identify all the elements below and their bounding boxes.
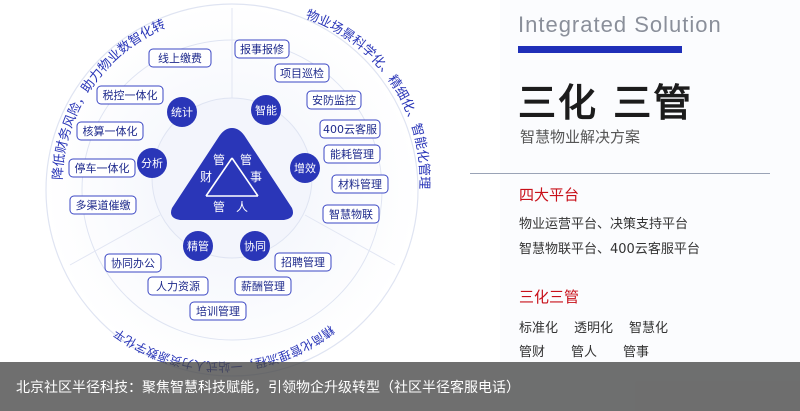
node-circle: 智能 bbox=[251, 95, 281, 125]
section-heading-three: 三化三管 bbox=[519, 288, 580, 306]
title-main: 三化 三管 bbox=[518, 81, 694, 125]
three-item: 标准化 bbox=[519, 321, 559, 336]
center-word-1: 管 bbox=[213, 152, 225, 167]
feature-label: 材料管理 bbox=[338, 177, 382, 191]
feature-label: 智慧物联 bbox=[329, 207, 373, 221]
node-label: 精管 bbox=[187, 239, 209, 253]
three-item: 透明化 bbox=[574, 321, 614, 336]
three-item: 管财 bbox=[519, 345, 546, 360]
solution-diagram: 降低财务风险，助力物业数智化转型 物业场景科学化、精细化、智能化管理 精简化管理… bbox=[0, 0, 431, 377]
node-label: 分析 bbox=[141, 156, 163, 170]
center-word-5: 管 bbox=[213, 199, 225, 214]
feature-label: 多渠道催缴 bbox=[76, 198, 131, 212]
center-word-6: 人 bbox=[236, 200, 248, 214]
section-heading-platforms: 四大平台 bbox=[519, 186, 580, 204]
feature-label: 税控一体化 bbox=[103, 88, 158, 102]
feature-pill: 薪酬管理 bbox=[234, 276, 292, 296]
feature-pill: 智慧物联 bbox=[322, 204, 380, 224]
feature-pill: 线上缴费 bbox=[148, 48, 212, 68]
node-circle: 增效 bbox=[290, 153, 320, 183]
feature-pill: 400云客服 bbox=[319, 119, 381, 139]
feature-label: 薪酬管理 bbox=[241, 279, 285, 293]
three-item: 智慧化 bbox=[629, 321, 669, 336]
node-circle: 协同 bbox=[240, 231, 270, 261]
feature-pill: 报事报修 bbox=[234, 39, 290, 59]
three-row-1: 标准化 透明化 智慧化 bbox=[519, 317, 668, 336]
feature-label: 线上缴费 bbox=[158, 51, 202, 65]
center-word-4: 事 bbox=[250, 170, 262, 184]
feature-pill: 停车一体化 bbox=[68, 158, 136, 178]
caption-bar: 北京社区半径科技：聚焦智慧科技赋能，引领物企升级转型（社区半径客服电话） bbox=[0, 362, 800, 411]
feature-label: 停车一体化 bbox=[75, 161, 130, 175]
three-item: 管人 bbox=[571, 345, 598, 360]
platform-line-2: 智慧物联平台、400云客服平台 bbox=[519, 242, 700, 257]
feature-pill: 多渠道催缴 bbox=[69, 195, 137, 215]
feature-pill: 项目巡检 bbox=[274, 63, 330, 83]
divider-line bbox=[304, 214, 396, 266]
three-item: 管事 bbox=[623, 345, 650, 360]
feature-label: 安防监控 bbox=[312, 93, 356, 107]
feature-label: 400云客服 bbox=[323, 122, 377, 136]
feature-pill: 协同办公 bbox=[104, 253, 162, 273]
feature-pill: 人力资源 bbox=[147, 276, 209, 296]
feature-pill: 核算一体化 bbox=[76, 121, 144, 141]
feature-pill: 税控一体化 bbox=[96, 85, 164, 105]
feature-label: 人力资源 bbox=[156, 279, 200, 293]
center-triangle: 管 财 管 事 管 人 bbox=[171, 128, 293, 220]
three-row-2: 管财 管人 管事 bbox=[519, 341, 649, 360]
feature-label: 核算一体化 bbox=[83, 124, 138, 138]
platform-line-1: 物业运营平台、决策支持平台 bbox=[519, 217, 689, 232]
center-word-2: 财 bbox=[200, 170, 212, 184]
center-word-3: 管 bbox=[240, 152, 252, 167]
feature-pill: 招聘管理 bbox=[274, 252, 332, 272]
title-english: Integrated Solution bbox=[518, 12, 722, 37]
subtitle: 智慧物业解决方案 bbox=[520, 128, 641, 146]
node-label: 智能 bbox=[255, 103, 277, 117]
node-label: 协同 bbox=[244, 239, 266, 253]
feature-label: 报事报修 bbox=[240, 42, 284, 56]
feature-label: 项目巡检 bbox=[280, 66, 324, 80]
node-circle: 精管 bbox=[183, 231, 213, 261]
feature-pill: 材料管理 bbox=[331, 174, 389, 194]
feature-label: 招聘管理 bbox=[281, 255, 325, 269]
divider-line bbox=[69, 214, 161, 266]
node-circle: 统计 bbox=[167, 97, 197, 127]
right-panel bbox=[500, 0, 800, 411]
node-label: 统计 bbox=[171, 106, 193, 119]
feature-label: 培训管理 bbox=[196, 304, 240, 318]
caption-text: 北京社区半径科技：聚焦智慧科技赋能，引领物企升级转型（社区半径客服电话） bbox=[16, 379, 520, 396]
node-label: 增效 bbox=[294, 161, 316, 175]
title-underline bbox=[518, 46, 682, 53]
feature-label: 能耗管理 bbox=[330, 147, 374, 161]
feature-pill: 能耗管理 bbox=[323, 144, 381, 164]
section-divider bbox=[470, 173, 770, 174]
feature-pill: 安防监控 bbox=[306, 90, 362, 110]
feature-pill: 培训管理 bbox=[189, 301, 247, 321]
node-circle: 分析 bbox=[137, 148, 167, 178]
feature-label: 协同办公 bbox=[111, 256, 155, 270]
